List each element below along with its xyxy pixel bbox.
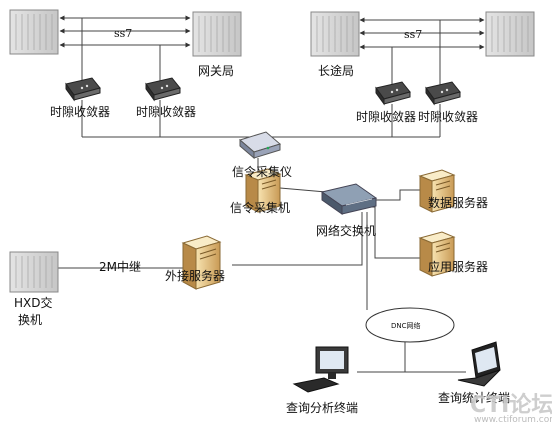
server-icon: [418, 231, 456, 277]
network-switch-label: 网络交换机: [316, 223, 376, 238]
dnc-network-label: DNC网络: [391, 321, 421, 330]
dnc-network-ellipse: [365, 307, 455, 343]
signaling-collector-label: 信令采集仪: [232, 164, 292, 179]
connection-lines: [58, 15, 485, 373]
gateway-label: 网关局: [198, 64, 234, 78]
rack-longdistance-right-icon: [485, 11, 535, 57]
converter-label-3: 时隙收敛器: [356, 109, 416, 124]
ss7-label-left: ss7: [114, 27, 132, 40]
longdistance-label: 长途局: [318, 63, 354, 78]
network-switch-icon: [320, 183, 378, 215]
rack-gateway-right-icon: [192, 11, 242, 57]
db-server-label: 数据服务器: [428, 195, 488, 210]
converter-label-2: 时隙收敛器: [136, 104, 196, 119]
converter-label-1: 时隙收敛器: [50, 104, 110, 119]
desktop-computer-icon: [292, 346, 349, 393]
query-stats-terminal-label: 查询统计终端: [438, 390, 510, 405]
rack-hxd-icon: [9, 251, 59, 293]
watermark-logo-text: CTI论坛: [470, 392, 552, 418]
converter-icon: [375, 81, 411, 106]
signaling-host-label: 信令采集机: [230, 200, 290, 215]
rack-longdistance-left-icon: [310, 11, 360, 57]
converter-icon: [145, 77, 181, 102]
app-server-label: 应用服务器: [428, 259, 488, 274]
hxd-label-line1: HXD交: [14, 295, 53, 310]
laptop-icon: [457, 341, 501, 387]
interface-server-label: 外接服务器: [165, 268, 225, 283]
signaling-collector-icon: [238, 131, 282, 160]
watermark-url: www.ctiforum.com: [474, 415, 552, 425]
rack-gateway-left-icon: [9, 9, 59, 55]
converter-icon: [425, 81, 461, 106]
converter-label-4: 时隙收敛器: [418, 109, 478, 124]
server-icon: [181, 235, 222, 290]
server-icon: [244, 168, 282, 213]
trunk-label: 2M中继: [99, 259, 141, 274]
converter-icon: [65, 77, 101, 102]
hxd-label-line2: 换机: [18, 313, 42, 327]
query-analysis-terminal-label: 查询分析终端: [286, 400, 358, 415]
server-icon: [418, 169, 456, 213]
watermark-logo: CTI论坛 www.ctiforum.com: [470, 392, 552, 425]
ss7-label-right: ss7: [404, 28, 422, 41]
